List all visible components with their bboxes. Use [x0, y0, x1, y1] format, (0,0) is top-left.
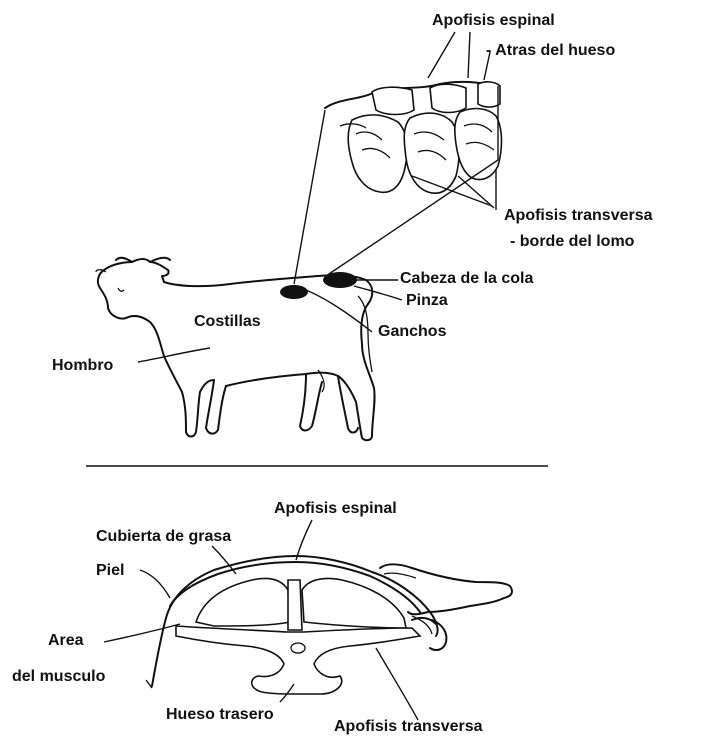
label-borde-del-lomo: - borde del lomo — [510, 233, 634, 251]
cross-section-illustration — [152, 556, 512, 694]
ganchos-marker — [280, 285, 308, 299]
label-cs-apofisis-espinal: Apofisis espinal — [274, 500, 397, 518]
label-hombro: Hombro — [52, 357, 113, 375]
label-cs-apofisis-transversa: Apofisis transversa — [334, 718, 483, 736]
label-hueso-trasero: Hueso trasero — [166, 706, 274, 724]
label-atras-del-hueso: - Atras del hueso — [486, 42, 615, 60]
label-pinza: Pinza — [406, 292, 448, 310]
label-area: Area — [48, 632, 84, 650]
label-del-musculo: del musculo — [12, 668, 105, 686]
label-apofisis-transversa: Apofisis transversa — [504, 207, 653, 225]
label-costillas: Costillas — [194, 313, 261, 331]
label-ganchos: Ganchos — [378, 323, 446, 341]
cabeza-de-la-cola-marker — [323, 272, 357, 288]
label-piel: Piel — [96, 562, 124, 580]
label-cubierta-de-grasa: Cubierta de grasa — [96, 528, 231, 546]
cow-illustration — [96, 258, 375, 440]
label-cabeza-de-la-cola: Cabeza de la cola — [400, 270, 533, 288]
label-apofisis-espinal: Apofisis espinal — [432, 12, 555, 30]
